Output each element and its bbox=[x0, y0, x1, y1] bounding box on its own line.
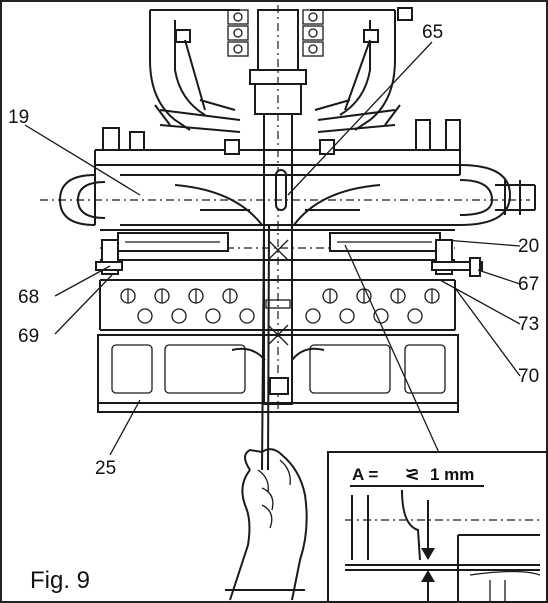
central-shaft bbox=[249, 5, 307, 410]
feeler-gauge bbox=[261, 224, 270, 471]
callout-69: 69 bbox=[18, 326, 39, 347]
callout-68: 68 bbox=[18, 287, 39, 308]
callout-70: 70 bbox=[518, 366, 539, 387]
callout-20: 20 bbox=[518, 236, 539, 257]
spider-arms bbox=[154, 104, 401, 133]
perforated-plate bbox=[99, 279, 456, 331]
top-flange bbox=[94, 119, 461, 175]
callout-65: 65 bbox=[422, 22, 443, 43]
callout-leaders bbox=[24, 41, 521, 456]
lower-frame bbox=[97, 334, 459, 413]
detail-inset: A = ⪝ 1 mm bbox=[327, 451, 548, 603]
inset-dimension-value: 1 mm bbox=[430, 465, 474, 484]
callout-73: 73 bbox=[518, 314, 539, 335]
figure-caption: Fig. 9 bbox=[30, 567, 90, 594]
upper-bell-housing bbox=[149, 7, 413, 131]
hand-illustration bbox=[225, 448, 308, 601]
callout-25: 25 bbox=[95, 458, 116, 479]
callout-19: 19 bbox=[8, 107, 29, 128]
volute-casing bbox=[40, 164, 536, 226]
callout-67: 67 bbox=[518, 274, 539, 295]
inset-dimension-label: A = bbox=[352, 465, 378, 484]
inset-approx-symbol: ⪝ bbox=[405, 465, 419, 484]
seal-ring-band bbox=[95, 229, 483, 277]
